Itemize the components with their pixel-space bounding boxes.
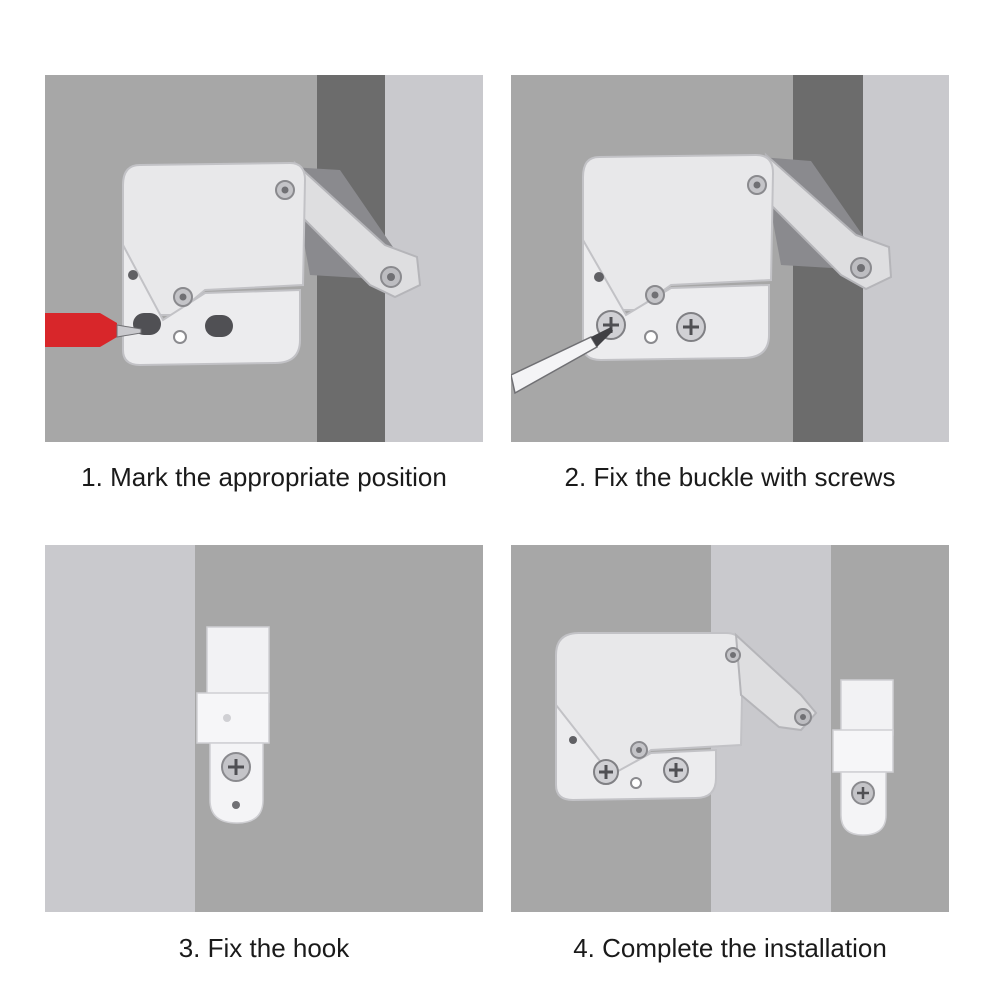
hook-part	[832, 679, 894, 836]
latch-mechanism	[582, 152, 893, 362]
step-2-caption: 2. Fix the buckle with screws	[564, 462, 896, 492]
white-screwdriver	[511, 327, 613, 395]
latch-mechanism	[555, 632, 818, 802]
step-2-image	[511, 75, 949, 442]
step-3-caption: 3. Fix the hook	[178, 933, 350, 963]
step-4-caption: 4. Complete the installation	[573, 933, 887, 963]
step-1-image	[45, 75, 483, 442]
step-3-image	[45, 545, 483, 912]
step-1-caption: 1. Mark the appropriate position	[81, 462, 447, 492]
hook-part	[196, 626, 270, 824]
latch-mechanism	[122, 160, 422, 367]
red-screwdriver	[45, 313, 142, 347]
step-4-image	[511, 545, 949, 912]
